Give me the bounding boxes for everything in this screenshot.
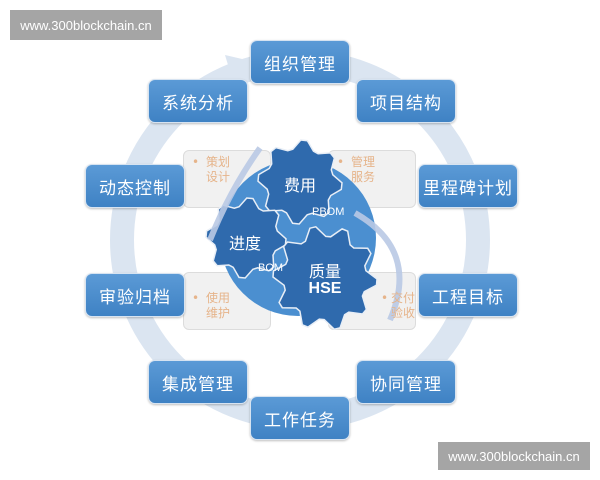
cycle-arrow-left <box>207 146 263 242</box>
gear-quality-sub-label: HSE <box>308 280 342 297</box>
node-audit-archive: 审验归档 <box>85 273 185 317</box>
node-system-analysis: 系统分析 <box>148 79 248 123</box>
gear-cost-label: 费用 <box>283 176 316 195</box>
panel-text: 使用 <box>206 291 231 305</box>
panel-text: 交付 <box>391 291 416 305</box>
panel-text: 管理 <box>351 155 376 169</box>
node-dynamic-control: 动态控制 <box>85 164 185 208</box>
watermark-top: www.300blockchain.cn <box>10 10 162 40</box>
gear-quality <box>272 225 378 331</box>
node-work-tasks: 工作任务 <box>250 396 350 440</box>
gear-cost <box>257 139 343 225</box>
ring-arrowhead <box>225 55 255 78</box>
panel-text: 设计 <box>206 170 231 184</box>
node-collaboration: 协同管理 <box>356 360 456 404</box>
cycle-arrow-right <box>353 210 403 322</box>
node-integration: 集成管理 <box>148 360 248 404</box>
gear-schedule-label: 进度 <box>228 234 261 253</box>
node-organization: 组织管理 <box>250 40 350 84</box>
gear-schedule <box>205 197 287 279</box>
node-milestone-plan: 里程碑计划 <box>418 164 518 208</box>
node-engineering-goals: 工程目标 <box>418 273 518 317</box>
panel-text: 服务 <box>351 170 376 184</box>
pbom-label: PBOM <box>312 206 345 218</box>
panel-text: 策划 <box>206 155 231 169</box>
panel-text: 验收 <box>391 306 416 320</box>
panel-text-block: •交付验收 <box>381 291 416 320</box>
bom-label: BOM <box>258 262 284 274</box>
panel-text: 维护 <box>206 306 231 320</box>
watermark-bottom: www.300blockchain.cn <box>438 442 590 470</box>
node-project-structure: 项目结构 <box>356 79 456 123</box>
gear-quality-label: 质量 <box>308 262 341 281</box>
